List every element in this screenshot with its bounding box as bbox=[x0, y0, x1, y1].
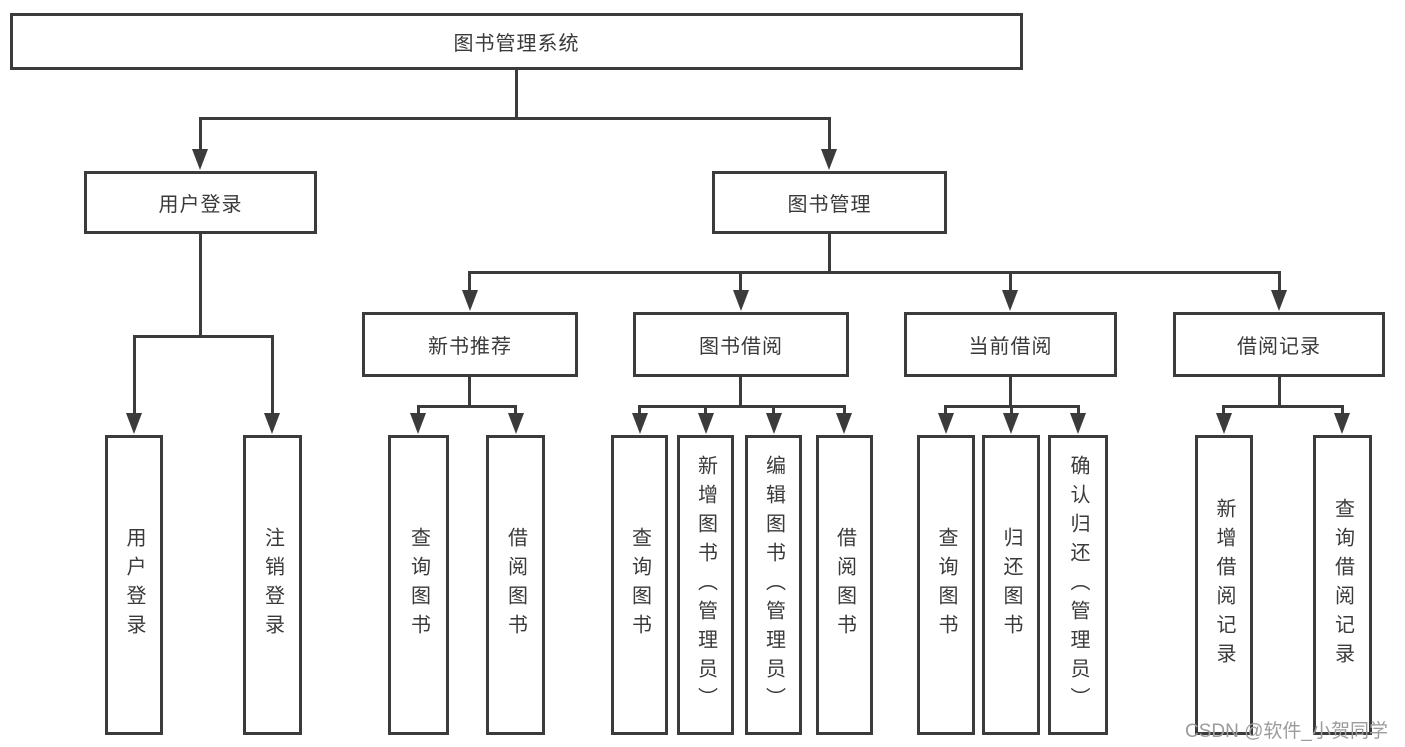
connector-line bbox=[1077, 405, 1080, 416]
connector-line bbox=[468, 271, 1281, 274]
leaf-add-borrow-record: 新增借阅记录 bbox=[1195, 435, 1253, 735]
connector-line bbox=[133, 335, 136, 415]
arrowhead bbox=[410, 413, 426, 434]
node-label: 查询图书 bbox=[407, 527, 430, 643]
leaf-borrow-books: 借阅图书 bbox=[816, 435, 873, 735]
arrowhead bbox=[1334, 413, 1350, 434]
arrowhead bbox=[1070, 413, 1086, 434]
node-label: 图书借阅 bbox=[699, 336, 783, 358]
connector-line bbox=[199, 117, 831, 120]
connector-line bbox=[638, 405, 846, 408]
node-book-borrowing: 图书借阅 bbox=[633, 312, 849, 377]
node-current-borrowing: 当前借阅 bbox=[904, 312, 1117, 377]
leaf-logout: 注销登录 bbox=[243, 435, 302, 735]
node-book-management: 图书管理 bbox=[712, 171, 947, 234]
node-new-book-recommendation: 新书推荐 bbox=[362, 312, 578, 377]
node-label: 注销登录 bbox=[261, 527, 284, 643]
node-label: 借阅图书 bbox=[833, 527, 856, 643]
node-label: 确认归还（管理员） bbox=[1067, 454, 1089, 716]
arrowhead bbox=[733, 290, 749, 311]
node-library-management-system: 图书管理系统 bbox=[10, 13, 1023, 70]
node-label: 借阅图书 bbox=[504, 527, 527, 643]
connector-line bbox=[1341, 405, 1344, 416]
connector-line bbox=[199, 117, 202, 151]
arrowhead bbox=[508, 413, 524, 434]
arrowhead bbox=[462, 290, 478, 311]
connector-line bbox=[515, 70, 518, 119]
connector-line bbox=[1222, 405, 1344, 408]
connector-line bbox=[1278, 377, 1281, 407]
leaf-query-books-current: 查询图书 bbox=[917, 435, 975, 735]
leaf-borrow-books-recommend: 借阅图书 bbox=[486, 435, 545, 735]
connector-line bbox=[843, 405, 846, 416]
arrowhead bbox=[632, 413, 648, 434]
arrowhead bbox=[1271, 290, 1287, 311]
connector-line bbox=[468, 377, 471, 407]
arrowhead bbox=[192, 149, 208, 170]
arrowhead bbox=[126, 413, 142, 434]
node-label: 用户登录 bbox=[123, 527, 145, 643]
connector-line bbox=[199, 233, 202, 338]
connector-line bbox=[417, 405, 420, 416]
leaf-user-login: 用户登录 bbox=[105, 435, 163, 735]
node-label: 查询图书 bbox=[628, 527, 651, 643]
connector-line bbox=[1009, 271, 1012, 293]
leaf-edit-books-admin: 编辑图书（管理员） bbox=[745, 435, 802, 735]
connector-line bbox=[638, 405, 641, 416]
connector-line bbox=[468, 271, 471, 293]
arrowhead bbox=[1003, 413, 1019, 434]
leaf-query-borrow-record: 查询借阅记录 bbox=[1313, 435, 1372, 735]
leaf-confirm-return-admin: 确认归还（管理员） bbox=[1048, 435, 1108, 735]
leaf-add-books-admin: 新增图书（管理员） bbox=[677, 435, 734, 735]
node-label: 查询借阅记录 bbox=[1331, 498, 1354, 672]
leaf-query-books-recommend: 查询图书 bbox=[388, 435, 449, 735]
node-label: 新增图书（管理员） bbox=[694, 454, 717, 716]
connector-line bbox=[944, 405, 947, 416]
leaf-return-books: 归还图书 bbox=[982, 435, 1040, 735]
connector-line bbox=[1222, 405, 1225, 416]
arrowhead bbox=[698, 413, 714, 434]
node-label: 新增借阅记录 bbox=[1213, 498, 1235, 672]
connector-line bbox=[828, 117, 831, 151]
connector-line bbox=[1278, 271, 1281, 293]
leaf-query-books-borrowing: 查询图书 bbox=[611, 435, 668, 735]
node-label: 借阅记录 bbox=[1237, 336, 1321, 358]
node-label: 图书管理 bbox=[787, 194, 872, 216]
node-label: 当前借阅 bbox=[968, 336, 1053, 358]
connector-line bbox=[417, 405, 517, 408]
arrowhead bbox=[1002, 290, 1018, 311]
connector-line bbox=[1009, 377, 1012, 407]
connector-line bbox=[704, 405, 707, 416]
node-user-login: 用户登录 bbox=[84, 171, 317, 234]
connector-line bbox=[739, 377, 742, 407]
connector-line bbox=[828, 233, 831, 274]
arrowhead bbox=[1216, 413, 1232, 434]
node-label: 用户登录 bbox=[158, 194, 243, 216]
arrowhead bbox=[766, 413, 782, 434]
arrowhead bbox=[836, 413, 852, 434]
connector-line bbox=[739, 271, 742, 293]
arrowhead bbox=[938, 413, 954, 434]
connector-line bbox=[772, 405, 775, 416]
node-label: 归还图书 bbox=[1000, 527, 1022, 643]
node-label: 新书推荐 bbox=[428, 336, 512, 358]
node-label: 编辑图书（管理员） bbox=[762, 454, 785, 716]
connector-line bbox=[271, 335, 274, 415]
connector-line bbox=[133, 335, 274, 338]
node-borrowing-records: 借阅记录 bbox=[1173, 312, 1385, 377]
arrowhead bbox=[821, 149, 837, 170]
connector-line bbox=[514, 405, 517, 416]
watermark: CSDN @软件_小贺同学 bbox=[1185, 721, 1388, 742]
connector-line bbox=[1010, 405, 1013, 416]
node-label: 图书管理系统 bbox=[453, 33, 580, 55]
arrowhead bbox=[264, 413, 280, 434]
node-label: 查询图书 bbox=[935, 527, 957, 643]
